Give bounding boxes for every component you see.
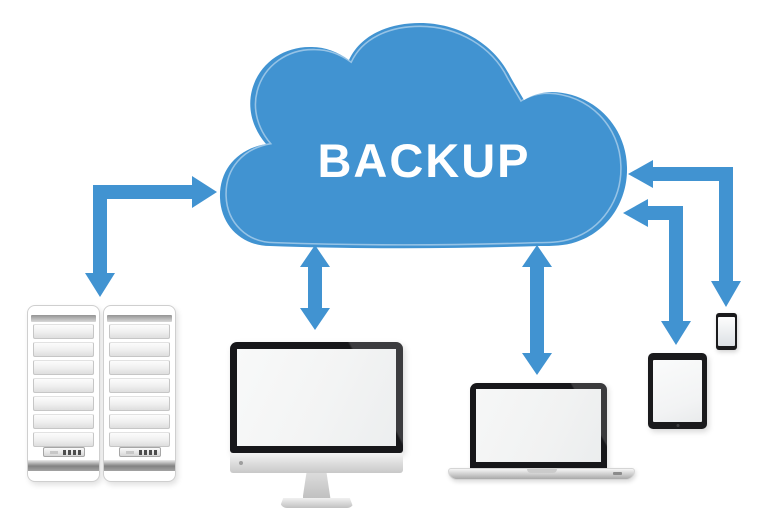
cloud-laptop-double-arrow-icon bbox=[522, 245, 552, 375]
laptop-notch bbox=[526, 469, 557, 473]
server-top-strip bbox=[31, 315, 96, 322]
monitor-chin bbox=[230, 453, 403, 473]
laptop-hinge-mark bbox=[613, 472, 622, 475]
tablet-home-button-icon bbox=[676, 424, 679, 427]
desktop-computer-icon bbox=[230, 342, 403, 508]
server-drive-bays bbox=[33, 324, 94, 447]
laptop-base bbox=[448, 468, 635, 480]
smartphone-icon bbox=[716, 313, 737, 350]
laptop-screen bbox=[476, 389, 601, 462]
laptop-lid bbox=[470, 383, 607, 469]
tablet-screen bbox=[653, 360, 702, 422]
server-rack-right-icon bbox=[103, 305, 176, 482]
server-bottom-strip bbox=[28, 460, 99, 471]
smartphone-screen bbox=[718, 317, 735, 346]
monitor-bezel bbox=[230, 342, 403, 453]
servers-cloud-elbow-arrow-icon bbox=[85, 176, 217, 297]
server-rack-left-icon bbox=[27, 305, 100, 482]
server-bottom-strip bbox=[104, 460, 175, 471]
server-led-panel-icon bbox=[42, 447, 85, 457]
server-top-strip bbox=[107, 315, 172, 322]
cloud-phone-elbow-arrow-icon bbox=[628, 160, 741, 307]
cloud-desktop-double-arrow-icon bbox=[300, 245, 330, 330]
laptop-icon bbox=[448, 383, 635, 480]
monitor-stand-neck bbox=[302, 473, 331, 499]
monitor-stand-base bbox=[279, 498, 354, 508]
monitor-screen bbox=[237, 349, 396, 446]
cloud-tablet-elbow-arrow-icon bbox=[623, 199, 691, 345]
tablet-icon bbox=[648, 353, 707, 429]
monitor-camera-dot-icon bbox=[239, 461, 243, 465]
server-drive-bays bbox=[109, 324, 170, 447]
cloud-backup-label: BACKUP bbox=[317, 134, 531, 187]
server-led-panel-icon bbox=[118, 447, 161, 457]
